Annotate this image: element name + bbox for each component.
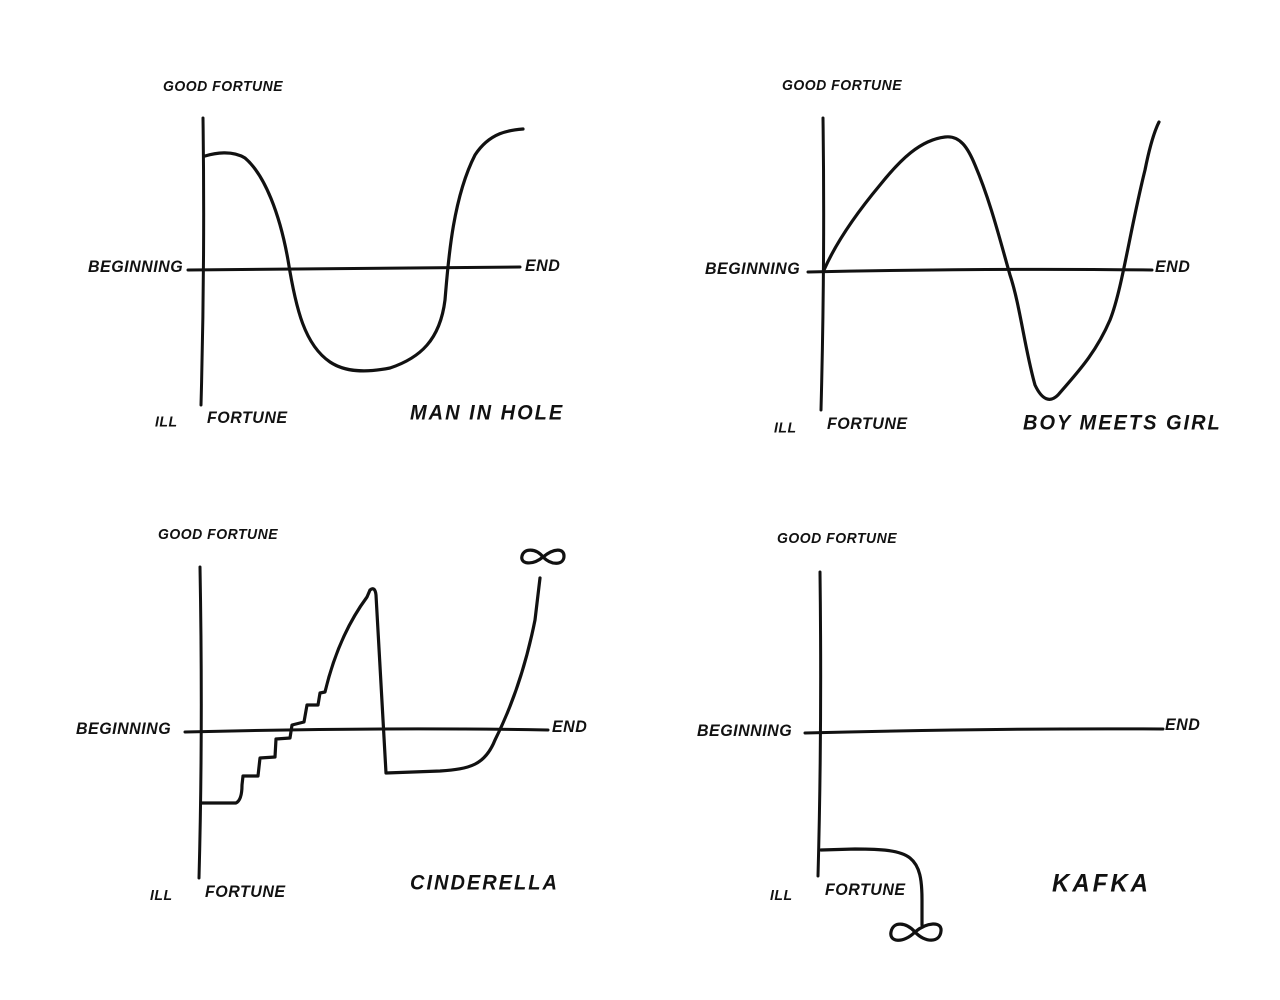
panel-title-boy-meets-girl: BOY MEETS GIRL xyxy=(1023,411,1222,435)
x-axis xyxy=(183,727,550,734)
panel-boy-meets-girl-plot xyxy=(806,116,1161,412)
y-axis xyxy=(197,565,203,880)
y-axis xyxy=(199,116,206,407)
good-fortune-label: GOOD FORTUNE xyxy=(158,525,279,543)
beginning-label: BEGINNING xyxy=(697,722,793,741)
y-axis xyxy=(819,116,826,412)
ill-label: ILL xyxy=(774,418,797,436)
good-fortune-label: GOOD FORTUNE xyxy=(777,529,898,547)
story-curve xyxy=(822,120,1161,401)
ill-label: ILL xyxy=(770,886,793,904)
infinity-icon xyxy=(520,548,566,565)
panel-title-man-in-hole: MAN IN HOLE xyxy=(410,401,565,425)
x-axis xyxy=(186,265,522,272)
panel-kafka-plot xyxy=(803,570,1165,942)
ill-label: ILL xyxy=(155,412,178,430)
end-label: END xyxy=(1165,716,1201,735)
story-curve xyxy=(819,847,924,927)
ill-fortune-label: FORTUNE xyxy=(825,881,906,900)
infinity-icon xyxy=(889,922,943,942)
story-curve xyxy=(203,127,525,373)
good-fortune-label: GOOD FORTUNE xyxy=(782,76,903,94)
ill-fortune-label: FORTUNE xyxy=(207,409,288,428)
good-fortune-label: GOOD FORTUNE xyxy=(163,77,284,95)
ill-fortune-label: FORTUNE xyxy=(827,415,908,434)
panel-cinderella-plot xyxy=(183,548,566,880)
ill-fortune-label: FORTUNE xyxy=(205,883,286,902)
beginning-label: BEGINNING xyxy=(88,258,184,277)
panel-title-kafka: KAFKA xyxy=(1052,869,1151,898)
x-axis xyxy=(803,727,1165,735)
end-label: END xyxy=(1155,258,1191,277)
story-curve xyxy=(200,576,542,805)
y-axis xyxy=(816,570,823,878)
beginning-label: BEGINNING xyxy=(705,260,801,279)
panel-title-cinderella: CINDERELLA xyxy=(410,871,559,895)
end-label: END xyxy=(552,718,588,737)
beginning-label: BEGINNING xyxy=(76,720,172,739)
ill-label: ILL xyxy=(150,886,173,904)
end-label: END xyxy=(525,257,561,276)
panel-man-in-hole-plot xyxy=(186,116,525,407)
x-axis xyxy=(806,267,1154,274)
